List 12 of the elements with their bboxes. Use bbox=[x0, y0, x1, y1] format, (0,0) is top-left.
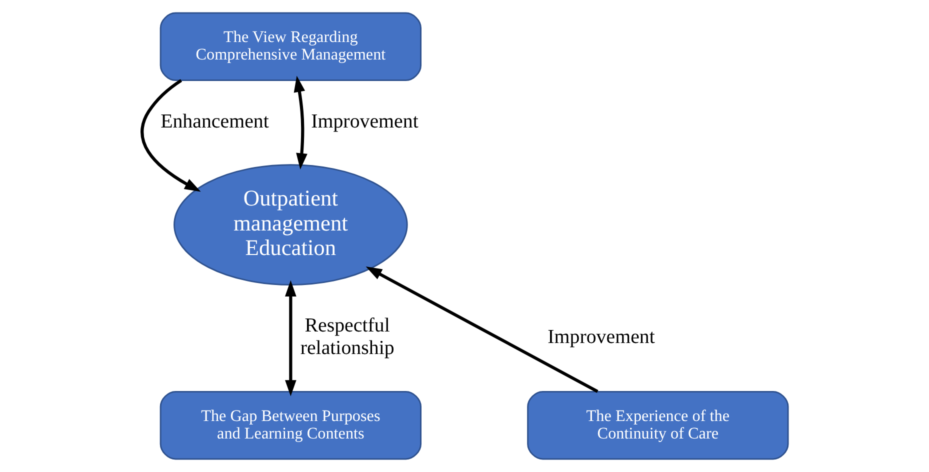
node-box: The Experience of the Continuity of Care bbox=[526, 390, 788, 460]
node-ellipse: Outpatient management Education bbox=[173, 164, 408, 286]
edge-label: Respectful relationship bbox=[300, 314, 394, 360]
arrow bbox=[284, 280, 296, 396]
node-box: The View Regarding Comprehensive Management bbox=[159, 12, 422, 82]
edge-label: Enhancement bbox=[160, 110, 268, 132]
arrow bbox=[140, 79, 200, 192]
edge-label: Improvement bbox=[547, 326, 654, 348]
edge-label: Improvement bbox=[310, 110, 418, 132]
node-box: The Gap Between Purposes and Learning Contents bbox=[159, 390, 422, 460]
arrow bbox=[293, 76, 307, 170]
arrow bbox=[365, 266, 598, 393]
